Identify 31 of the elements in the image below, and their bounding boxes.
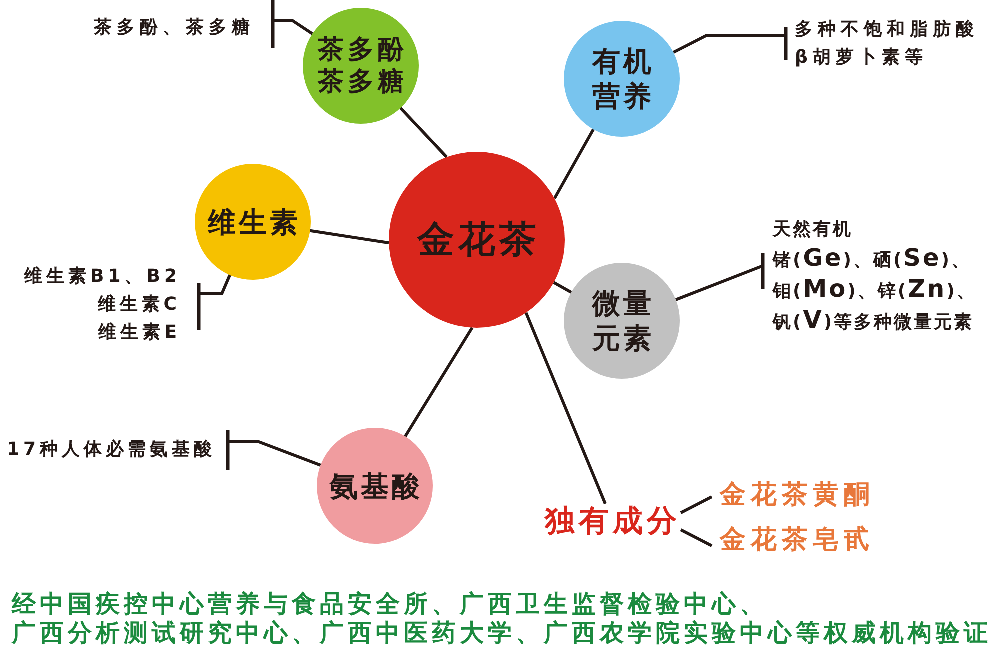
annotation-text: 维生素B1、B2 [24, 265, 181, 289]
leader-line [197, 274, 232, 332]
leader-line [271, 0, 314, 50]
circle-label: 茶多酚茶多糖 [317, 34, 409, 98]
connector-line [310, 229, 390, 245]
section-label: 独有成分 [545, 504, 681, 540]
annotation-text: 17种人体必需氨基酸 [6, 438, 216, 462]
annotation-text: 天然有机锗(Ge)、硒(Se)、钼(Mo)、锌(Zn)、钒(V)等多种微量元素 [773, 218, 977, 336]
connector-line [400, 107, 448, 158]
branch-line [680, 496, 713, 514]
circle-label: 氨基酸 [328, 468, 423, 504]
annotation-text: 维生素E [98, 321, 181, 345]
connector-line [553, 128, 595, 200]
leader-line [672, 25, 788, 62]
circle-label: 微量元素 [591, 286, 656, 356]
caption-text: 经中国疾控中心营养与食品安全所、广西卫生监督检验中心、广西分析测试研究中心、广西中医药大学、广西农学院实验中心等权威机构验证 [12, 590, 992, 648]
circle-label: 维生素 [206, 204, 301, 240]
annotation-text: 维生素C [96, 293, 181, 317]
annotation-text: 多种不饱和脂肪酸 [795, 18, 979, 42]
connector-line [404, 327, 474, 438]
circle-label: 有机营养 [591, 44, 656, 114]
component-label: 金花茶皂甙 [720, 524, 875, 556]
leader-line [675, 251, 765, 302]
connector-line [524, 312, 607, 505]
circle-label: 金花茶 [416, 216, 540, 263]
component-label: 金花茶黄酮 [720, 479, 875, 511]
annotation-text: β胡萝卜素等 [795, 46, 929, 70]
connector-line [553, 281, 572, 294]
annotation-text: 茶多酚、茶多糖 [94, 16, 255, 40]
leader-line [226, 428, 322, 472]
branch-line [680, 528, 713, 548]
